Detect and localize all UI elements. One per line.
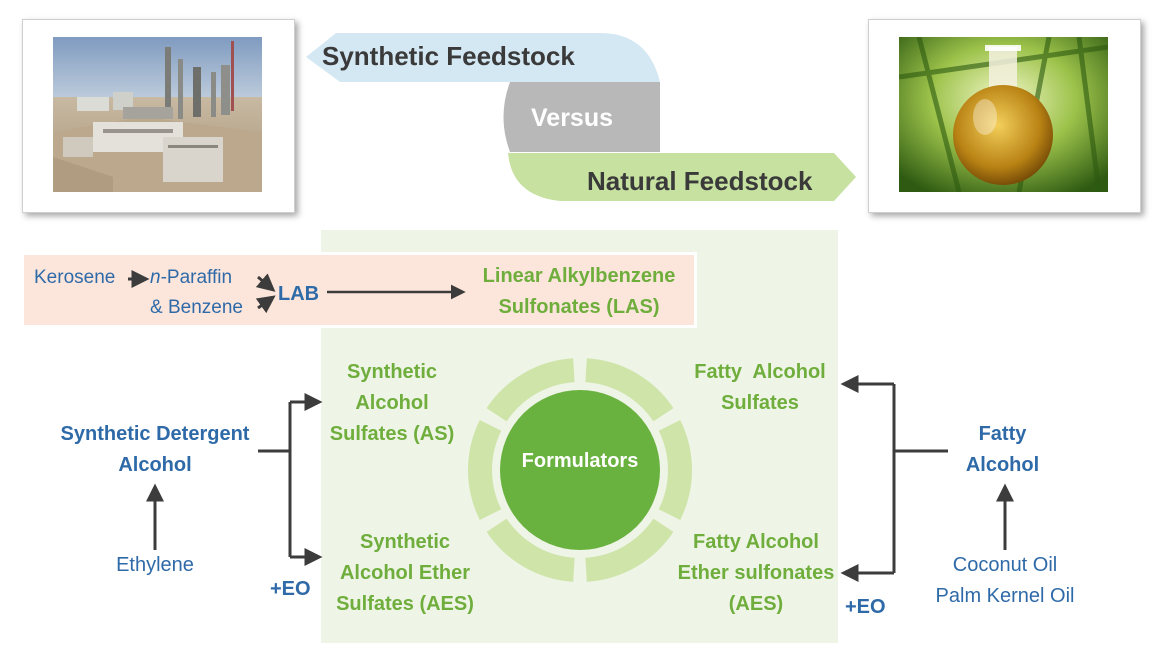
palm-kernel-oil-label: Palm Kernel Oil: [935, 585, 1075, 607]
synthetic-aes-line3: Sulfates (AES): [336, 593, 474, 615]
ring-segment: [468, 420, 502, 520]
synthetic-as-line1: Synthetic: [346, 361, 438, 383]
natural-feedstock-banner: [508, 153, 856, 201]
ring-segment: [585, 518, 674, 582]
coconut-oil-label: Coconut Oil: [952, 554, 1058, 576]
refinery-photo: [53, 37, 262, 192]
natural-feedstock-title: Natural Feedstock: [587, 166, 813, 196]
synthetic-as-line3: Sulfates (AS): [329, 423, 455, 445]
kerosene-label: Kerosene: [34, 267, 116, 288]
ethylene-label: Ethylene: [116, 554, 194, 576]
formulators-ring: [468, 358, 692, 582]
fa-label-line1: Fatty: [978, 423, 1027, 445]
lab-label: LAB: [278, 283, 320, 305]
fatty-as-line1: Fatty Alcohol: [694, 361, 826, 383]
oil-flask-photo-frame: [868, 19, 1141, 213]
las-label-line2: Sulfonates (LAS): [498, 296, 660, 318]
synthetic-feedstock-title: Synthetic Feedstock: [322, 41, 575, 71]
ring-segment: [658, 420, 692, 520]
synthetic-aes-line2: Alcohol Ether: [339, 562, 470, 584]
fatty-aes-line3: (AES): [728, 593, 784, 615]
n-paraffin-label: n-Paraffin: [150, 267, 233, 288]
formulators-core: [500, 390, 660, 550]
synthetic-feedstock-banner: [306, 33, 660, 82]
ring-segment: [585, 358, 674, 422]
benzene-label: & Benzene: [150, 297, 243, 318]
lab-pathway-row: [24, 255, 694, 325]
refinery-photo-frame: [22, 19, 295, 213]
fa-label-line2: Alcohol: [965, 454, 1040, 476]
versus-label: Versus: [531, 104, 614, 132]
feedstock-banner-graphic: [306, 33, 856, 201]
formulators-label: Formulators: [521, 450, 639, 472]
versus-circle: [503, 82, 660, 152]
ring-segment: [486, 518, 575, 582]
synthetic-aes-line1: Synthetic: [359, 531, 451, 553]
left-eo-label: +EO: [270, 578, 311, 600]
oil-flask-photo: [899, 37, 1108, 192]
sda-label-line1: Synthetic Detergent: [60, 423, 250, 445]
fatty-aes-line1: Fatty Alcohol: [693, 531, 819, 553]
fatty-aes-line2: Ether sulfonates: [677, 562, 835, 584]
fatty-as-line2: Sulfates: [721, 392, 799, 414]
las-label-line1: Linear Alkylbenzene: [482, 265, 676, 287]
sda-label-line2: Alcohol: [118, 454, 192, 476]
right-eo-label: +EO: [845, 596, 886, 618]
synthetic-as-line2: Alcohol: [355, 392, 429, 414]
ring-segment: [486, 358, 575, 422]
